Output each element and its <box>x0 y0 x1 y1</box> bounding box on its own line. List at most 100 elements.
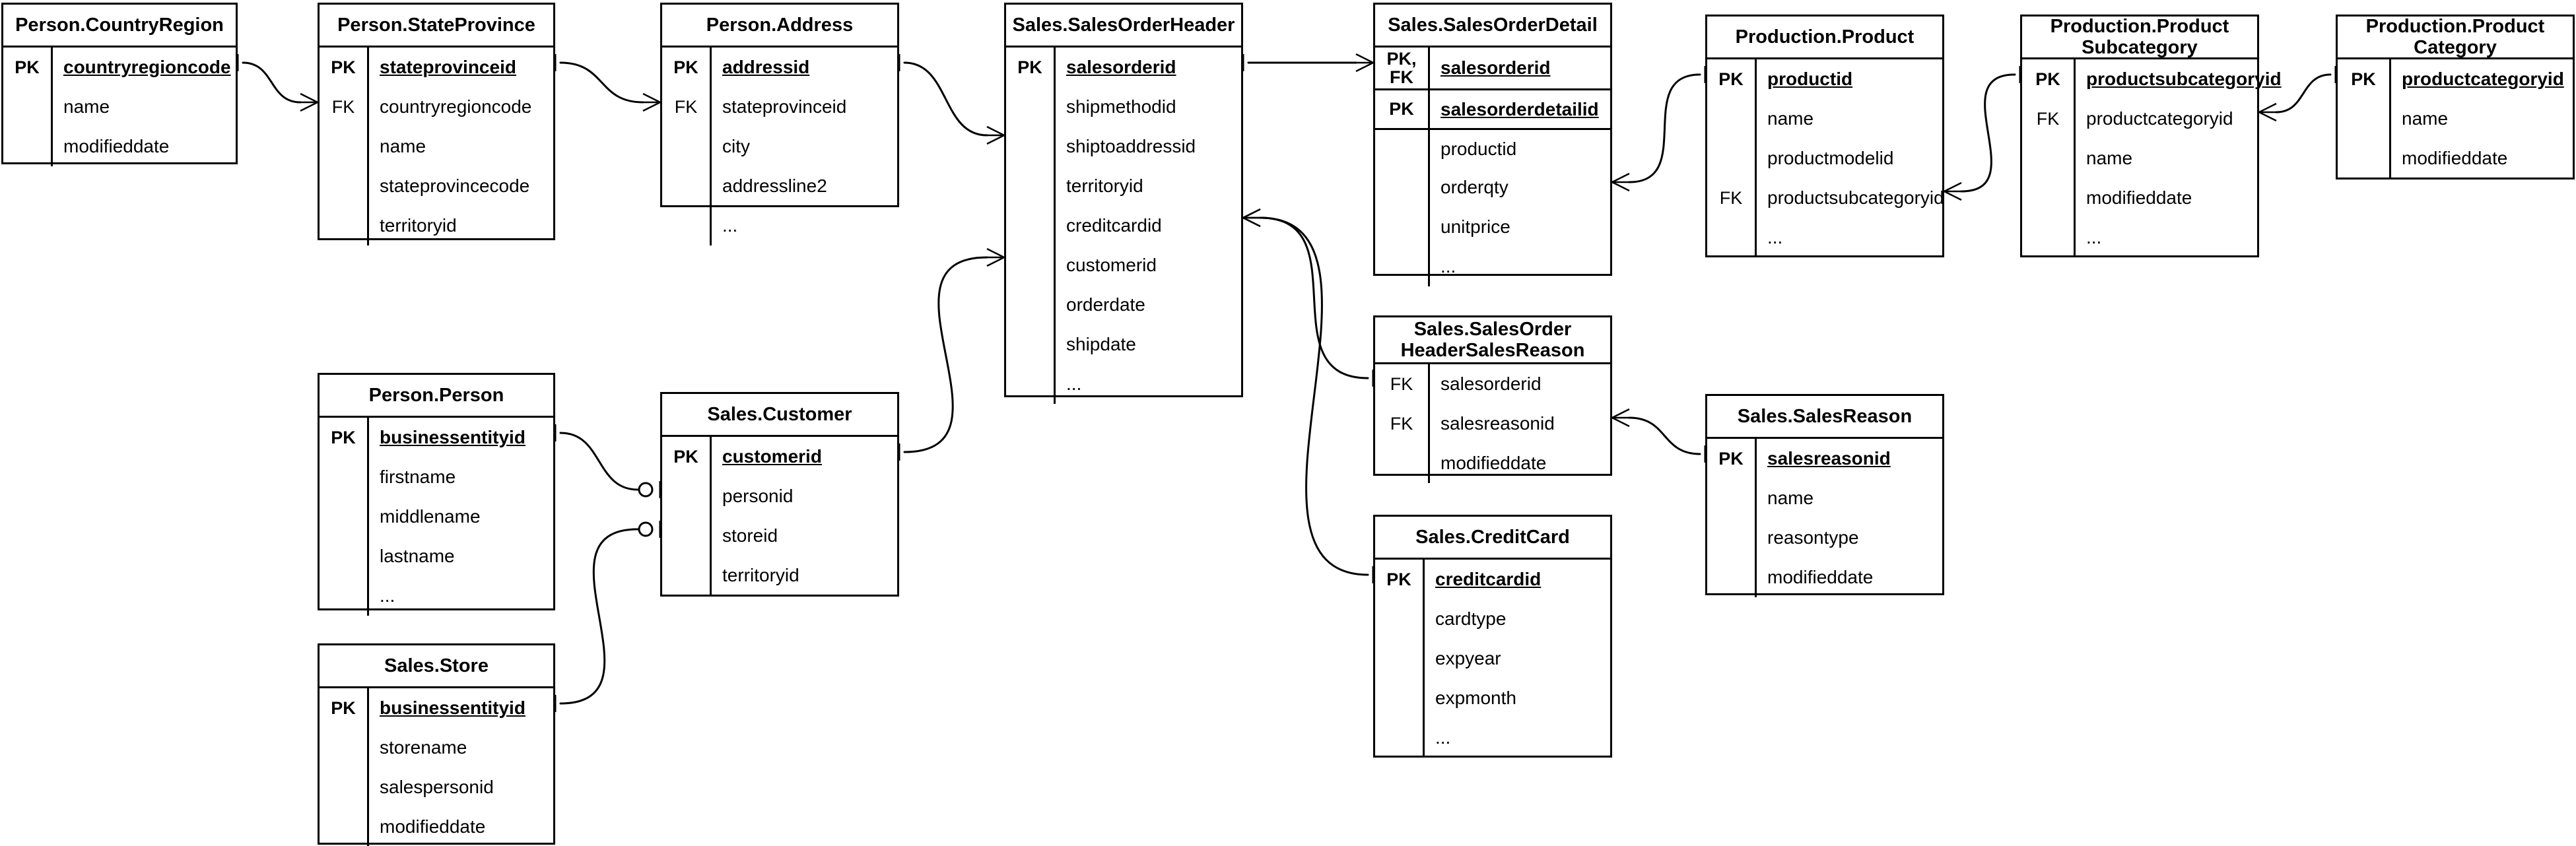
key-marker <box>320 166 367 206</box>
field-label: ... <box>1767 227 1783 247</box>
field-label: cardtype <box>1435 608 1507 629</box>
field-name: orderdate <box>1054 285 1241 325</box>
field-name: name <box>2389 99 2573 139</box>
field-name: businessentityid <box>367 418 553 457</box>
entity-field-row: modifieddate <box>3 127 236 166</box>
entity-field-row: modifieddate <box>1707 558 1942 597</box>
entity-field-row: name <box>1707 99 1942 139</box>
entity-title: Sales.SalesOrder HeaderSalesReason <box>1400 318 1585 361</box>
entity-field-row: unitprice <box>1375 207 1610 247</box>
key-marker <box>2022 178 2074 218</box>
field-name: lastname <box>367 537 553 576</box>
entity-field-row: city <box>662 127 897 166</box>
key-marker <box>662 166 710 206</box>
field-label: lastname <box>380 546 455 566</box>
field-name: reasontype <box>1755 518 1942 558</box>
entity-field-row: ... <box>1707 218 1942 257</box>
entity-title: Production.Product Subcategory <box>2050 15 2229 58</box>
field-label: salesorderid <box>1066 57 1176 77</box>
rel-customer-salesorderheader <box>898 247 1005 461</box>
entity-title: Production.Product <box>1735 26 1915 48</box>
field-label: customerid <box>722 446 822 467</box>
field-name: productmodelid <box>1755 139 1942 178</box>
field-name: ... <box>1423 718 1610 758</box>
field-name: name <box>2074 139 2257 178</box>
key-marker <box>1006 127 1054 166</box>
entity-title: Sales.SalesOrderHeader <box>1012 14 1235 36</box>
field-label: countryregioncode <box>380 96 532 117</box>
entity-field-row: orderdate <box>1006 285 1241 325</box>
key-marker: FK <box>2036 108 2060 129</box>
field-name: ... <box>710 206 897 245</box>
entity-field-row: stateprovincecode <box>320 166 553 206</box>
key-marker <box>1707 558 1755 597</box>
key-marker <box>1375 247 1428 286</box>
rel-person-customer <box>554 424 661 498</box>
entity-field-row: modifieddate <box>2338 139 2573 178</box>
entity-title: Person.Person <box>368 384 504 406</box>
entity-field-row: FK stateprovinceid <box>662 87 897 127</box>
field-label: ... <box>722 215 738 236</box>
field-label: shipmethodid <box>1066 96 1176 117</box>
key-marker <box>1375 168 1428 207</box>
field-name: stateprovinceid <box>710 87 897 127</box>
entity-field-row: name <box>1707 478 1942 518</box>
entity-field-row: ... <box>1375 718 1610 758</box>
field-label: name <box>1767 108 1814 129</box>
key-marker <box>1006 325 1054 364</box>
field-label: productcategoryid <box>2086 108 2233 129</box>
entity-field-row: modifieddate <box>320 807 553 846</box>
field-name: city <box>710 127 897 166</box>
entity-field-row: name <box>2338 99 2573 139</box>
field-name: salesorderid <box>1054 48 1241 87</box>
key-marker <box>662 206 710 245</box>
field-label: salespersonid <box>380 777 494 797</box>
key-marker <box>2338 99 2389 139</box>
key-marker <box>320 127 367 166</box>
key-marker <box>1006 166 1054 206</box>
key-marker <box>662 476 710 516</box>
entity-field-row: storeid <box>662 516 897 556</box>
field-label: orderqty <box>1441 177 1508 197</box>
field-label: businessentityid <box>380 698 525 718</box>
field-label: stateprovinceid <box>380 57 516 77</box>
key-marker: FK <box>674 96 698 117</box>
field-name: countryregioncode <box>367 87 553 127</box>
key-marker: PK <box>673 57 698 77</box>
field-name: addressline2 <box>710 166 897 206</box>
key-marker <box>1375 130 1428 168</box>
field-label: productsubcategoryid <box>2086 69 2282 89</box>
entity-field-row: modifieddate <box>1375 443 1610 483</box>
field-name: salespersonid <box>367 767 553 807</box>
field-name: modifieddate <box>51 127 236 166</box>
field-name: modifieddate <box>1428 443 1610 483</box>
key-marker <box>320 537 367 576</box>
entity-field-row: orderqty <box>1375 168 1610 207</box>
entity-field-row: territoryid <box>1006 166 1241 206</box>
